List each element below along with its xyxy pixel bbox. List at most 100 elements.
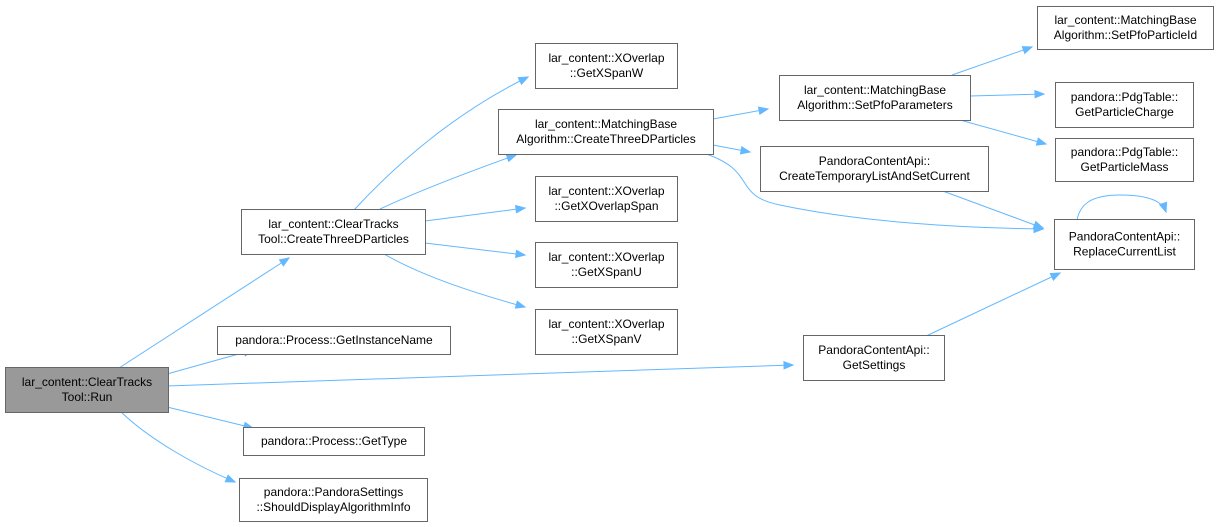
edge-line — [119, 410, 236, 483]
arrowhead — [515, 249, 527, 259]
edge-ctdp-to-spanv — [383, 253, 527, 309]
arrowhead — [1032, 220, 1045, 229]
edge-templist-to-replace — [939, 189, 1045, 229]
node-box — [1037, 6, 1214, 50]
node-label-line: ::GetXSpanW — [570, 66, 644, 80]
edge-line — [969, 93, 1045, 97]
node-box — [241, 209, 426, 255]
node-label-line: ::ShouldDisplayAlgorithmInfo — [256, 500, 410, 514]
node-process-gettype[interactable]: pandora::Process::GetType — [243, 427, 425, 456]
node-label-line: CreateTemporaryListAndSetCurrent — [779, 169, 970, 183]
node-label-line: lar_content::ClearTracks — [22, 375, 152, 389]
edge-line — [166, 406, 254, 429]
node-pandoracontentapi-getsettings[interactable]: PandoraContentApi::GetSettings — [803, 335, 945, 381]
arrowhead — [505, 154, 518, 163]
node-matchingbasealgorithm-createthreedparticles[interactable]: lar_content::MatchingBaseAlgorithm::Crea… — [498, 109, 714, 155]
node-label-line: PandoraContentApi:: — [819, 154, 930, 168]
edge-settings-to-replace — [923, 272, 1062, 338]
node-pdgtable-getparticlecharge[interactable]: pandora::PdgTable::GetParticleCharge — [1055, 82, 1194, 128]
node-xoverlap-getxspanu[interactable]: lar_content::XOverlap::GetXSpanU — [535, 242, 678, 288]
node-box — [535, 309, 678, 355]
node-box — [5, 367, 169, 413]
node-label-line: pandora::PandoraSettings — [264, 485, 403, 499]
node-box — [535, 242, 678, 288]
node-label-line: GetParticleMass — [1080, 160, 1168, 174]
node-label-line: lar_content::XOverlap — [548, 317, 664, 331]
node-box — [243, 427, 425, 456]
edge-run-to-showalg — [119, 410, 237, 483]
node-pandoracontentapi-createtemporarylistandsetcurrent[interactable]: PandoraContentApi::CreateTemporaryListAn… — [760, 146, 989, 192]
edge-line — [379, 154, 517, 210]
edge-run-to-settings — [166, 360, 795, 387]
arrowhead — [1049, 272, 1062, 281]
edge-line — [166, 364, 794, 387]
node-xoverlap-getxspanw[interactable]: lar_content::XOverlap::GetXSpanW — [535, 43, 678, 89]
edge-run-to-gettype — [166, 406, 255, 431]
node-label-line: Algorithm::CreateThreeDParticles — [516, 132, 695, 146]
arrowhead — [514, 300, 527, 309]
node-label-line: ::GetXSpanU — [571, 265, 642, 279]
node-label-line: Tool::Run — [62, 390, 113, 404]
node-box — [239, 478, 428, 522]
edge-mbctdp-to-pfoparams — [712, 106, 770, 120]
node-box — [498, 109, 714, 155]
edge-run-to-ctdp — [118, 257, 291, 369]
edge-line — [951, 46, 1033, 76]
node-label-line: lar_content::XOverlap — [548, 184, 664, 198]
edge-line — [1076, 194, 1167, 221]
node-label-line: lar_content::MatchingBase — [1054, 13, 1196, 27]
node-xoverlap-getxoverlapspan[interactable]: lar_content::XOverlap::GetXOverlapSpan — [535, 176, 678, 222]
edge-line — [383, 253, 526, 308]
node-label-line: lar_content::XOverlap — [548, 51, 664, 65]
arrowhead — [517, 76, 530, 86]
edge-line — [353, 76, 529, 211]
node-label-line: pandora::PdgTable:: — [1071, 145, 1178, 159]
node-label-line: ::GetXOverlapSpan — [554, 199, 658, 213]
node-box — [760, 146, 989, 192]
node-pandoracontentapi-replacecurrentlist[interactable]: PandoraContentApi::ReplaceCurrentList — [1054, 219, 1195, 270]
node-label-line: Tool::CreateThreeDParticles — [258, 232, 409, 246]
node-cleartrackstool-createthreedparticles[interactable]: lar_content::ClearTracksTool::CreateThre… — [241, 209, 426, 255]
edge-line — [959, 119, 1047, 145]
node-box — [779, 75, 971, 121]
edge-line — [939, 189, 1044, 229]
edge-ctdp-to-spanu — [424, 242, 527, 259]
node-label-line: PandoraContentApi:: — [818, 343, 929, 357]
node-pandorasettings-shoulddisplayalgorithminfo[interactable]: pandora::PandoraSettings::ShouldDisplayA… — [239, 478, 428, 522]
node-label-line: PandoraContentApi:: — [1069, 230, 1180, 244]
node-matchingbasealgorithm-setpfoparameters[interactable]: lar_content::MatchingBaseAlgorithm::SetP… — [779, 75, 971, 121]
edge-ctdp-to-overlapspan — [424, 204, 527, 222]
nodes-layer: lar_content::ClearTracksTool::Runlar_con… — [5, 6, 1214, 522]
node-box — [535, 176, 678, 222]
edge-line — [118, 257, 290, 369]
edge-line — [424, 207, 526, 222]
node-box — [217, 326, 451, 355]
arrowhead — [1158, 201, 1168, 214]
arrowhead — [278, 257, 291, 267]
node-process-getinstancename[interactable]: pandora::Process::GetInstanceName — [217, 326, 451, 355]
edge-line — [699, 151, 1044, 230]
edge-pfoparams-to-mass — [959, 119, 1048, 146]
node-box — [1055, 82, 1194, 128]
node-xoverlap-getxspanv[interactable]: lar_content::XOverlap::GetXSpanV — [535, 309, 678, 355]
node-label-line: lar_content::XOverlap — [548, 250, 664, 264]
arrowhead — [1034, 89, 1046, 99]
node-label-line: lar_content::MatchingBase — [535, 117, 677, 131]
node-label-line: lar_content::MatchingBase — [804, 83, 946, 97]
edge-line — [923, 272, 1061, 338]
node-pdgtable-getparticlemass[interactable]: pandora::PdgTable::GetParticleMass — [1055, 138, 1194, 182]
node-matchingbasealgorithm-setpfoparticleid[interactable]: lar_content::MatchingBaseAlgorithm::SetP… — [1037, 6, 1214, 50]
edge-ctdp-to-spanw — [353, 76, 530, 211]
edge-pfoparams-to-charge — [969, 89, 1046, 99]
node-label-line: lar_content::ClearTracks — [268, 217, 398, 231]
arrowhead — [515, 204, 527, 214]
node-box — [1055, 138, 1194, 182]
node-label-line: pandora::Process::GetType — [261, 434, 407, 448]
node-label-line: GetSettings — [843, 358, 906, 372]
node-label-line: ReplaceCurrentList — [1073, 245, 1176, 259]
arrowhead — [739, 145, 752, 155]
arrowhead — [224, 474, 237, 483]
edge-mbctdp-to-templist — [712, 144, 752, 155]
node-label-line: Algorithm::SetPfoParticleId — [1054, 28, 1197, 42]
